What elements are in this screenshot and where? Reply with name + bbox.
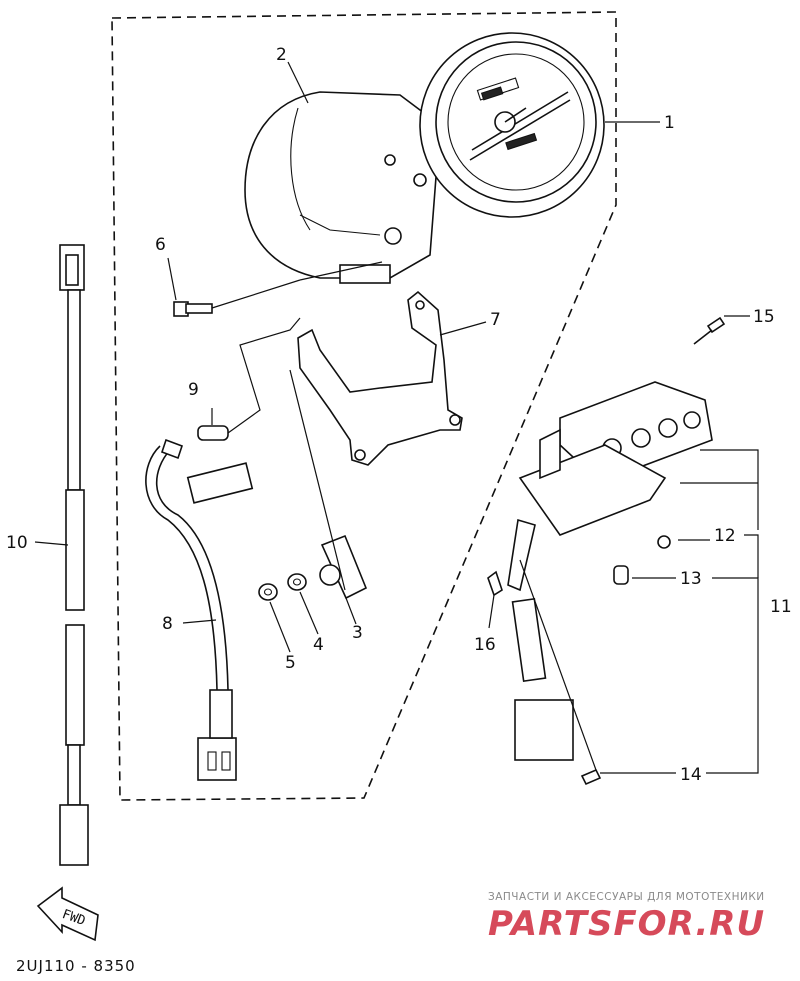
speedometer-housing	[244, 91, 441, 284]
label-10: 10	[6, 533, 28, 553]
label-5: 5	[285, 653, 296, 673]
knob-part-3	[289, 369, 368, 600]
label-2: 2	[276, 45, 287, 65]
drawing-code: 2UJ110 - 8350	[16, 957, 136, 975]
indicator-box-part-11	[507, 381, 713, 761]
assembly-outline	[111, 11, 617, 801]
label-3: 3	[352, 623, 363, 643]
watermark-brand: PARTSFOR.RU	[488, 904, 765, 944]
speedometer-dial	[384, 32, 605, 218]
label-6: 6	[155, 235, 166, 255]
fwd-arrow: FWD	[36, 886, 99, 942]
bulb-part-16	[487, 570, 503, 597]
bulb-part-9	[197, 317, 301, 441]
label-12: 12	[714, 526, 736, 546]
watermark-tagline: ЗАПЧАСТИ И АКСЕССУАРЫ ДЛЯ МОТОТЕХНИКИ	[488, 891, 765, 903]
label-11: 11	[770, 597, 792, 617]
label-13: 13	[680, 569, 702, 589]
screw-part-15	[693, 316, 726, 345]
label-16: 16	[474, 635, 496, 655]
label-9: 9	[188, 380, 199, 400]
washer-part-4	[287, 573, 307, 591]
label-1: 1	[664, 113, 675, 133]
label-8: 8	[162, 614, 173, 634]
screw-part-14	[519, 559, 602, 786]
label-7: 7	[490, 310, 501, 330]
label-15: 15	[753, 307, 775, 327]
screw-part-6	[173, 261, 383, 317]
label-4: 4	[313, 635, 324, 655]
nut-part-5	[258, 583, 278, 601]
speedometer-cable-part-10	[59, 244, 89, 866]
wire-harness-part-8	[145, 438, 254, 781]
bracket-part-7	[297, 290, 463, 466]
label-14: 14	[680, 765, 702, 785]
leader-lines	[34, 61, 759, 774]
